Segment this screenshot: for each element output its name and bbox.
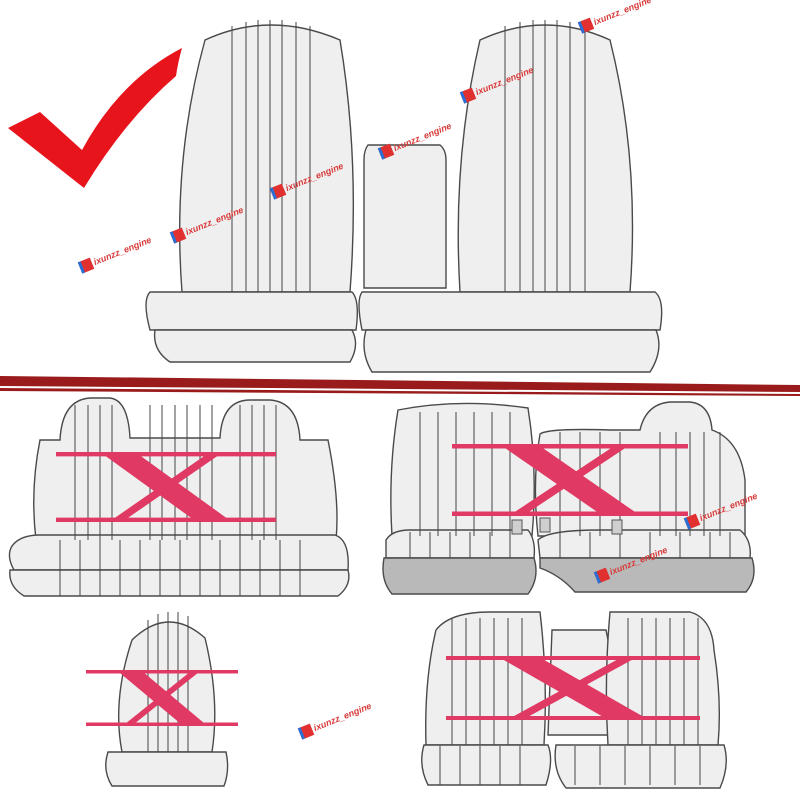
split3-left-backrest [425,611,547,746]
single-bucket-backrest [117,621,216,753]
x-mark-icon [446,656,700,720]
seat-buckles [511,517,623,535]
bench-cushion-front [9,569,350,597]
split3-right-cushion [554,744,727,789]
single-bucket-cushion [105,751,229,787]
incorrect-bench-seat [8,397,350,597]
split3-right-backrest [605,611,721,746]
right-bucket-cushion-front [363,329,660,373]
section-divider [0,376,800,396]
incorrect-split-bench [382,401,755,595]
left-bucket-pleats [231,20,311,292]
bench-cushion [8,534,349,571]
right-bucket-pleats [504,20,586,292]
split-left-backrest [390,402,535,537]
center-console [363,144,447,289]
split-right-cushion [537,529,751,559]
x-mark-icon [452,444,688,516]
right-bucket-cushion [358,291,663,331]
left-bucket-cushion-front [153,329,357,363]
split3-pleats [439,618,701,785]
split3-left-cushion [421,744,552,786]
split-left-base [382,557,537,595]
left-bucket-backrest [178,24,355,293]
correct-seat-set [145,20,663,373]
x-mark-icon [86,670,238,726]
x-mark-icon [56,452,276,522]
split-left-cushion [385,529,536,559]
check-mark-icon [8,48,182,188]
split-right-base [539,557,755,593]
left-bucket-cushion [145,291,359,331]
